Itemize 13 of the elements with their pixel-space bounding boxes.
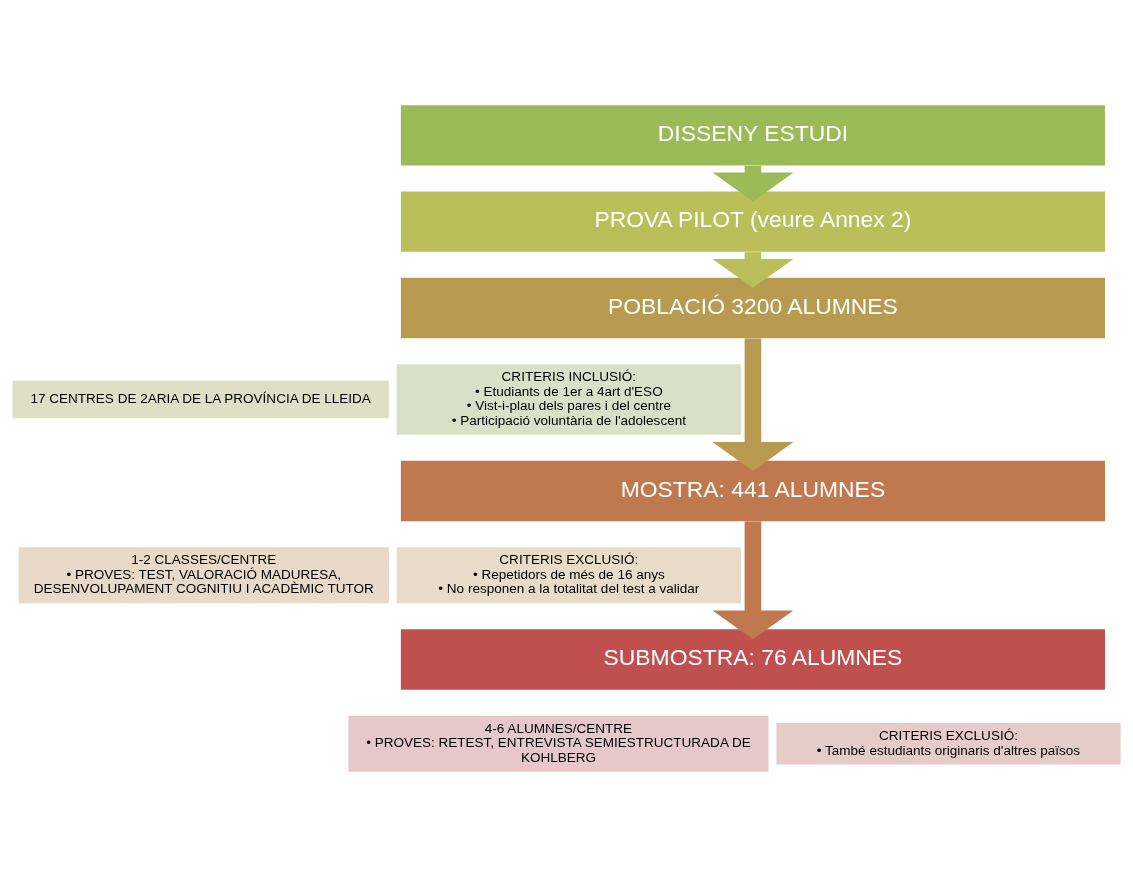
node-box: PROVA PILOT (veure Annex 2) — [400, 191, 1105, 252]
node-box: SUBMOSTRA: 76 ALUMNES — [400, 629, 1105, 690]
node-box: MOSTRA: 441 ALUMNES — [400, 460, 1105, 522]
arrow — [712, 521, 794, 640]
node-box: POBLACIÓ 3200 ALUMNES — [400, 277, 1105, 339]
node-box: DISSENY ESTUDI — [400, 105, 1105, 166]
node-box: CRITERIS INCLUSIÓ: • Etudiants de 1er a 4art d'ESO • Vist-i-plau dels pares i del centre • Participació voluntària de l'adolescent — [396, 364, 741, 435]
node-box: 4-6 ALUMNES/CENTRE • PROVES: RETEST, ENTREVISTA SEMIESTRUCTURADA DE KOHLBERG — [348, 715, 769, 772]
node-box: CRITERIS EXCLUSIÓ: • També estudiants originaris d'altres països — [776, 722, 1121, 765]
arrow — [712, 338, 794, 472]
node-box: CRITERIS EXCLUSIÓ: • Repetidors de més de 16 anys • No responen a la totalitat del test a validar — [396, 547, 741, 604]
node-box: 17 CENTRES DE 2ARIA DE LA PROVÍNCIA DE LLEIDA — [12, 380, 389, 419]
node-box: 1-2 CLASSES/CENTRE • PROVES: TEST, VALORACIÓ MADURESA, DESENVOLUPAMENT COGNITIU I ACADÈMIC TUTOR — [18, 547, 389, 604]
